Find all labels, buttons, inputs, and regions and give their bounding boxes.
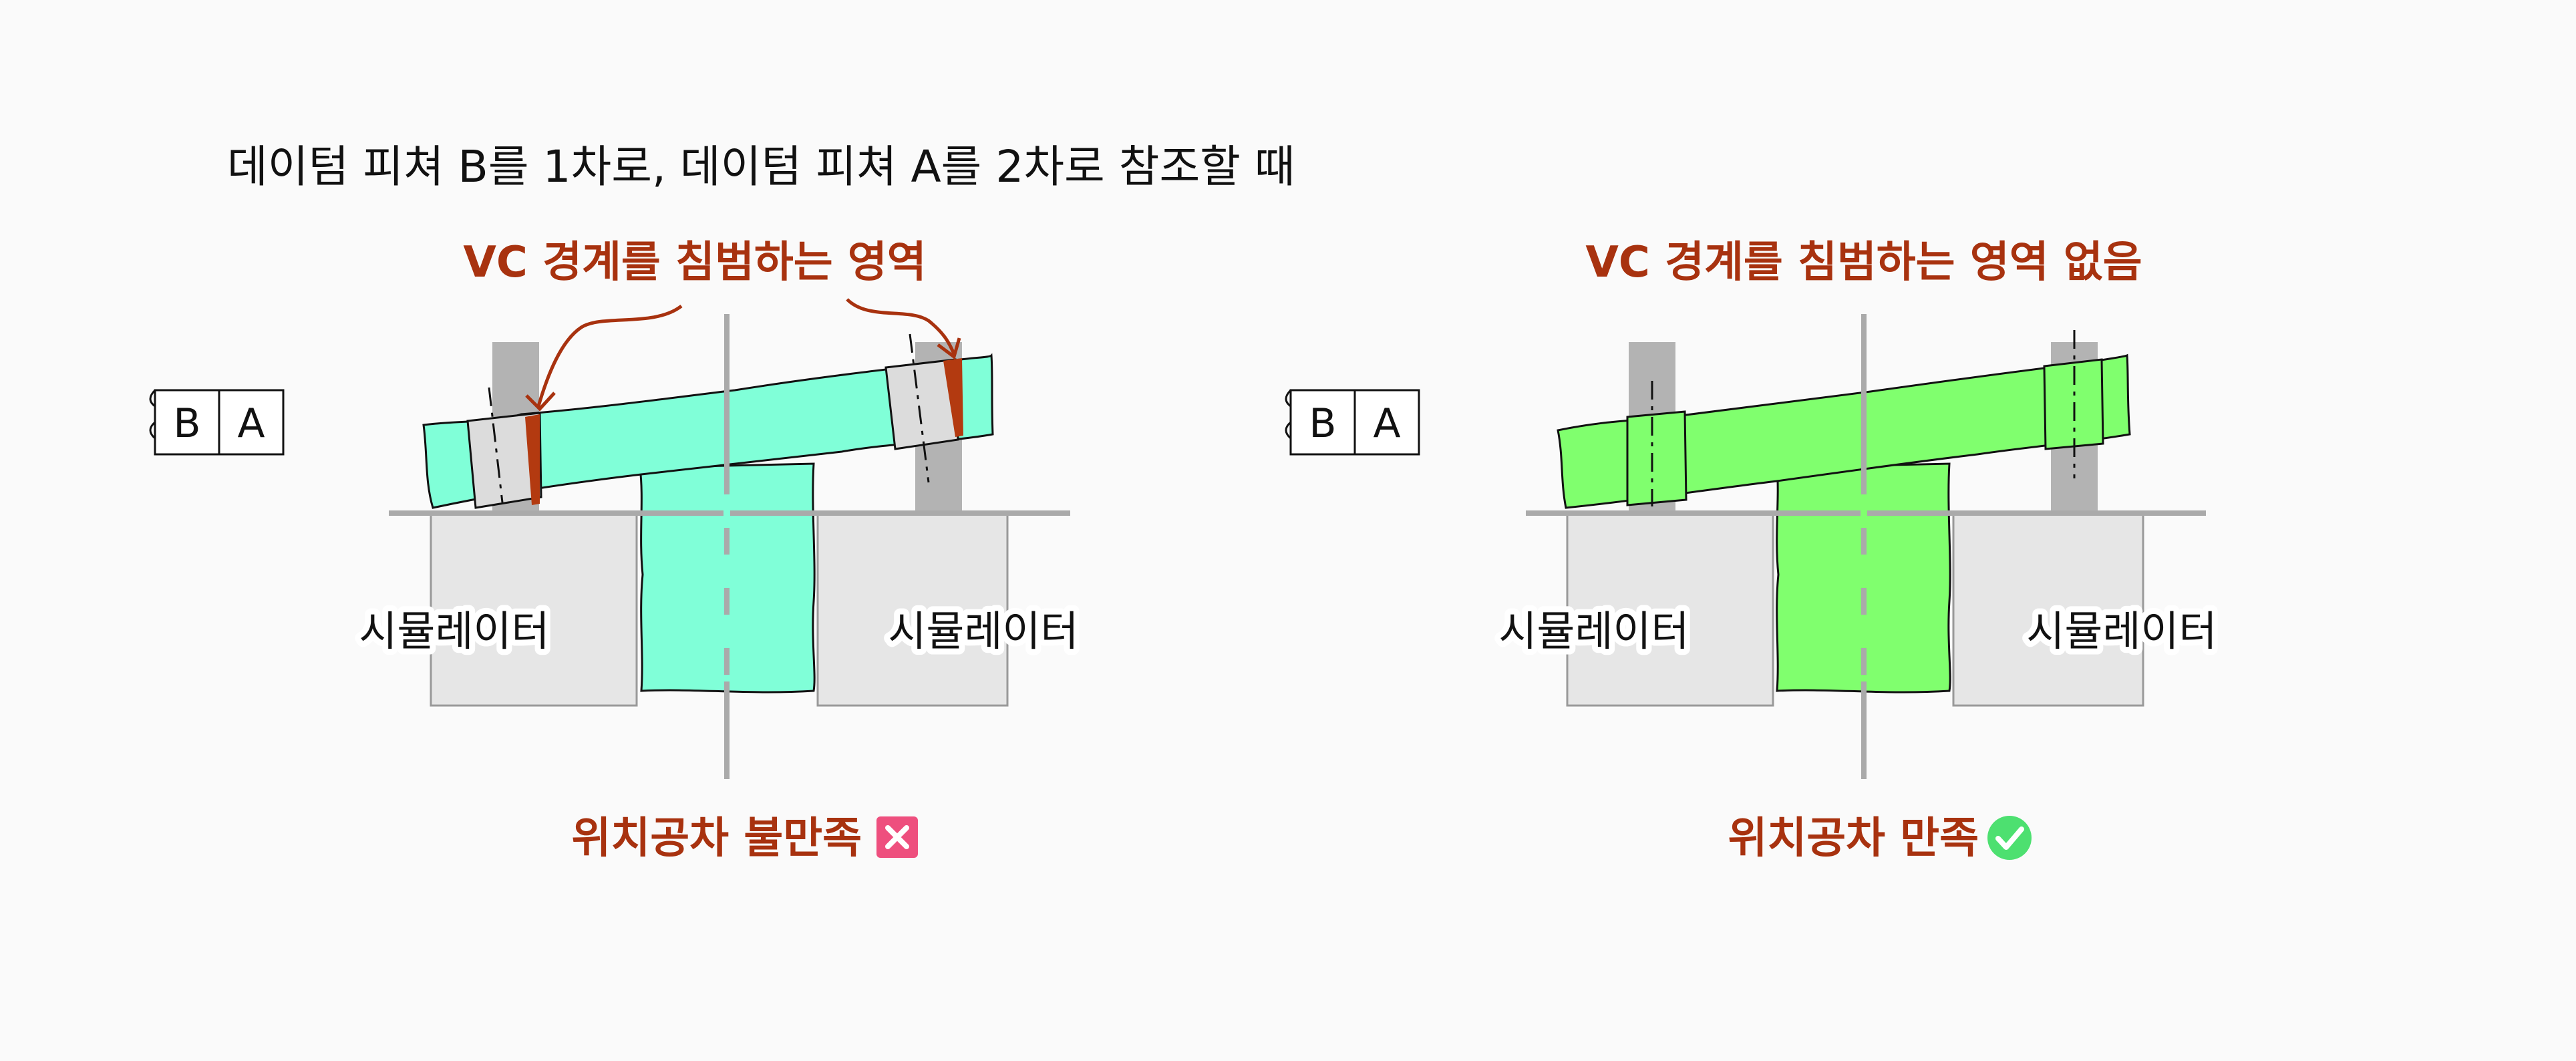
- left-arrow-2: [846, 298, 956, 355]
- diagram-title: 데이텀 피쳐 B를 1차로, 데이텀 피쳐 A를 2차로 참조할 때: [227, 141, 1295, 192]
- right-simulator-label-1: 시뮬레이터: [1498, 607, 1689, 655]
- left-datum-a-label: A: [237, 400, 265, 447]
- left-heading: VC 경계를 침범하는 영역: [463, 238, 926, 287]
- right-simulator-block-2: [1952, 512, 2144, 707]
- left-hole-2: [884, 358, 959, 450]
- right-heading: VC 경계를 침범하는 영역 없음: [1585, 238, 2142, 287]
- check-circle-icon: [1987, 816, 2032, 860]
- left-arrow-1: [536, 305, 683, 407]
- left-panel: VC 경계를 침범하는 영역 B A: [149, 238, 1085, 863]
- right-result-text: 위치공차 만족: [1728, 814, 1979, 863]
- left-result-text: 위치공차 불만족: [572, 814, 862, 863]
- left-hole-1: [466, 412, 542, 509]
- left-part-flange: [422, 353, 994, 509]
- left-hole-axis-2: [909, 333, 930, 483]
- right-datum-a-label: A: [1373, 400, 1400, 447]
- left-arrowhead-1: [525, 392, 556, 412]
- right-part-flange: [1557, 353, 2131, 509]
- right-datum-frame: B A: [1285, 389, 1420, 456]
- left-datum-b-label: B: [173, 400, 200, 447]
- right-panel: VC 경계를 침범하는 영역 없음 B A 시뮬레이터 시뮬레이터 위치공차 만…: [1285, 238, 2223, 863]
- left-simulator-label-1: 시뮬레이터: [359, 607, 549, 655]
- left-arrowhead-2: [937, 337, 961, 360]
- left-violation-area-1: [525, 414, 540, 505]
- left-simulator-block-1: [430, 512, 638, 707]
- right-simulator-block-1: [1566, 512, 1774, 707]
- left-datum-frame: B A: [149, 389, 285, 456]
- left-simulator-label-2: 시뮬레이터: [888, 607, 1078, 655]
- left-violation-area-2: [943, 358, 963, 437]
- right-hole-1: [1626, 410, 1687, 506]
- right-simulator-label-2: 시뮬레이터: [2026, 607, 2217, 655]
- x-box-icon: [876, 816, 918, 858]
- right-datum-b-label: B: [1309, 400, 1336, 447]
